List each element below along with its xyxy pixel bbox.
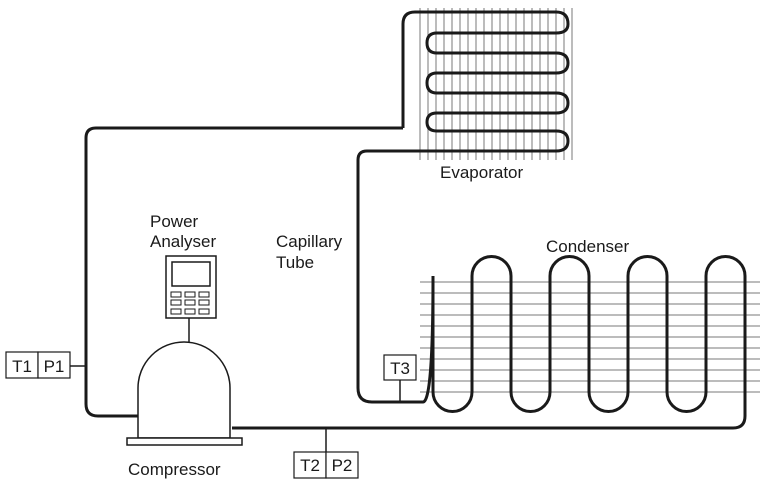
power-analyser-buttons	[170, 291, 210, 315]
sensor-t2-box	[293, 451, 327, 479]
capillary-tube-label-line2: Tube	[276, 253, 314, 272]
compressor-label: Compressor	[128, 460, 221, 479]
sensor-t1-p1: T1 P1	[5, 351, 86, 379]
power-analyser-key	[170, 308, 182, 315]
capillary-tube-label-line1: Capillary	[276, 232, 343, 251]
sensor-t3-box	[383, 354, 417, 381]
evaporator-label: Evaporator	[440, 163, 523, 182]
sensor-p1-label: P1	[44, 357, 65, 376]
sensor-t1-label: T1	[12, 357, 32, 376]
power-analyser-key	[184, 291, 196, 298]
power-analyser-key	[198, 291, 210, 298]
discharge-line	[232, 276, 747, 430]
compressor-base	[126, 437, 243, 446]
sensor-p2-label: P2	[332, 456, 353, 475]
power-analyser-key	[170, 299, 182, 306]
sensor-t1-box	[5, 351, 39, 379]
power-analyser-screen	[171, 261, 211, 287]
suction-line	[84, 126, 403, 418]
compressor-dome	[137, 341, 231, 439]
sensor-t2-p2: T2 P2	[293, 428, 359, 479]
sensor-t2-label: T2	[300, 456, 320, 475]
condenser-label: Condenser	[546, 237, 630, 256]
power-analyser-key	[198, 308, 210, 315]
evaporator-fins	[419, 8, 573, 160]
evaporator-coil	[356, 10, 570, 404]
sensor-p1-box	[37, 351, 71, 379]
condenser-coil	[400, 255, 747, 413]
power-analyser-label-line2: Analyser	[150, 232, 216, 251]
power-analyser-label-line1: Power	[150, 212, 199, 231]
compressor	[126, 341, 243, 446]
power-analyser-key	[198, 299, 210, 306]
power-analyser-key	[184, 308, 196, 315]
power-analyser-key	[184, 299, 196, 306]
sensor-t3-label: T3	[390, 359, 410, 378]
power-analyser-device	[165, 255, 217, 342]
power-analyser-key	[170, 291, 182, 298]
sensor-p2-box	[325, 451, 359, 479]
sensor-t3: T3	[383, 354, 417, 402]
